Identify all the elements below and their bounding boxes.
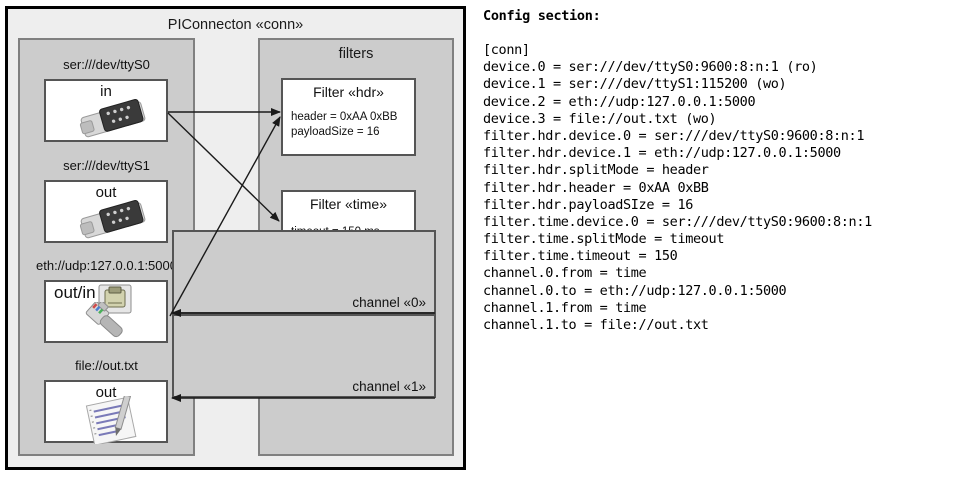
config-line: filter.time.timeout = 150 bbox=[483, 248, 678, 265]
device-label-ttyS1: ser:///dev/ttyS1 bbox=[63, 158, 150, 173]
config-line: device.0 = ser:///dev/ttyS0:9600:8:n:1 (… bbox=[483, 59, 818, 76]
device-label-eth: eth://udp:127.0.0.1:5000 bbox=[36, 258, 177, 273]
device-box-eth[interactable]: out/in bbox=[44, 280, 168, 343]
device-box-ttyS0[interactable]: in bbox=[44, 79, 168, 142]
channel-box-1: channel «1» bbox=[172, 314, 436, 398]
serial-port-icon bbox=[79, 98, 146, 138]
config-line: filter.hdr.splitMode = header bbox=[483, 162, 709, 179]
text-file-icon bbox=[85, 396, 137, 444]
config-section: Config section: [conn]device.0 = ser:///… bbox=[478, 0, 964, 484]
config-line: filter.hdr.payloadSIze = 16 bbox=[483, 196, 693, 213]
filter-attr: payloadSize = 16 bbox=[291, 126, 380, 138]
config-line: filter.time.device.0 = ser:///dev/ttyS0:… bbox=[483, 213, 872, 230]
config-line: device.3 = file://out.txt (wo) bbox=[483, 110, 717, 127]
device-io-ttyS1: out bbox=[95, 184, 117, 201]
config-line: device.2 = eth://udp:127.0.0.1:5000 bbox=[483, 93, 756, 110]
connector-diagram: PIConnecton «conn» ser:///dev/ttyS0 in bbox=[0, 0, 478, 484]
device-label-file: file://out.txt bbox=[75, 358, 138, 373]
device-io-ttyS0: in bbox=[100, 83, 112, 100]
ethernet-cable-icon bbox=[85, 302, 123, 338]
config-line: channel.1.from = time bbox=[483, 299, 647, 316]
channel-label-1: channel «1» bbox=[352, 379, 426, 394]
config-line: device.1 = ser:///dev/ttyS1:115200 (wo) bbox=[483, 76, 787, 93]
config-text: [conn]device.0 = ser:///dev/ttyS0:9600:8… bbox=[483, 42, 872, 334]
config-line: filter.hdr.device.0 = ser:///dev/ttyS0:9… bbox=[483, 127, 865, 144]
config-line: channel.0.from = time bbox=[483, 265, 647, 282]
page-title: PIConnecton «conn» bbox=[167, 17, 304, 33]
config-line: channel.1.to = file://out.txt bbox=[483, 317, 709, 333]
device-io-eth: out/in bbox=[54, 283, 96, 302]
device-io-file: out bbox=[95, 384, 117, 401]
filter-title-hdr: Filter «hdr» bbox=[313, 84, 384, 100]
config-line: filter.time.splitMode = timeout bbox=[483, 231, 725, 248]
device-box-ttyS1[interactable]: out bbox=[44, 180, 168, 243]
config-heading: Config section: bbox=[483, 8, 601, 24]
device-box-file[interactable]: out bbox=[44, 380, 168, 444]
filter-title-time: Filter «time» bbox=[309, 196, 388, 212]
config-line: filter.hdr.device.1 = eth://udp:127.0.0.… bbox=[483, 145, 841, 162]
channel-box-0: channel «0» bbox=[172, 230, 436, 314]
filter-box-hdr[interactable]: Filter «hdr» header = 0xAA 0xBB payloadS… bbox=[281, 78, 416, 156]
filter-attr: header = 0xAA 0xBB bbox=[291, 111, 398, 123]
device-label-ttyS0: ser:///dev/ttyS0 bbox=[63, 57, 150, 72]
channel-label-0: channel «0» bbox=[352, 295, 426, 310]
config-line: filter.hdr.header = 0xAA 0xBB bbox=[483, 179, 709, 196]
config-line: channel.0.to = eth://udp:127.0.0.1:5000 bbox=[483, 282, 787, 299]
serial-port-icon bbox=[79, 199, 146, 239]
config-line: [conn] bbox=[483, 42, 530, 58]
filters-panel-title: filters bbox=[338, 46, 374, 62]
